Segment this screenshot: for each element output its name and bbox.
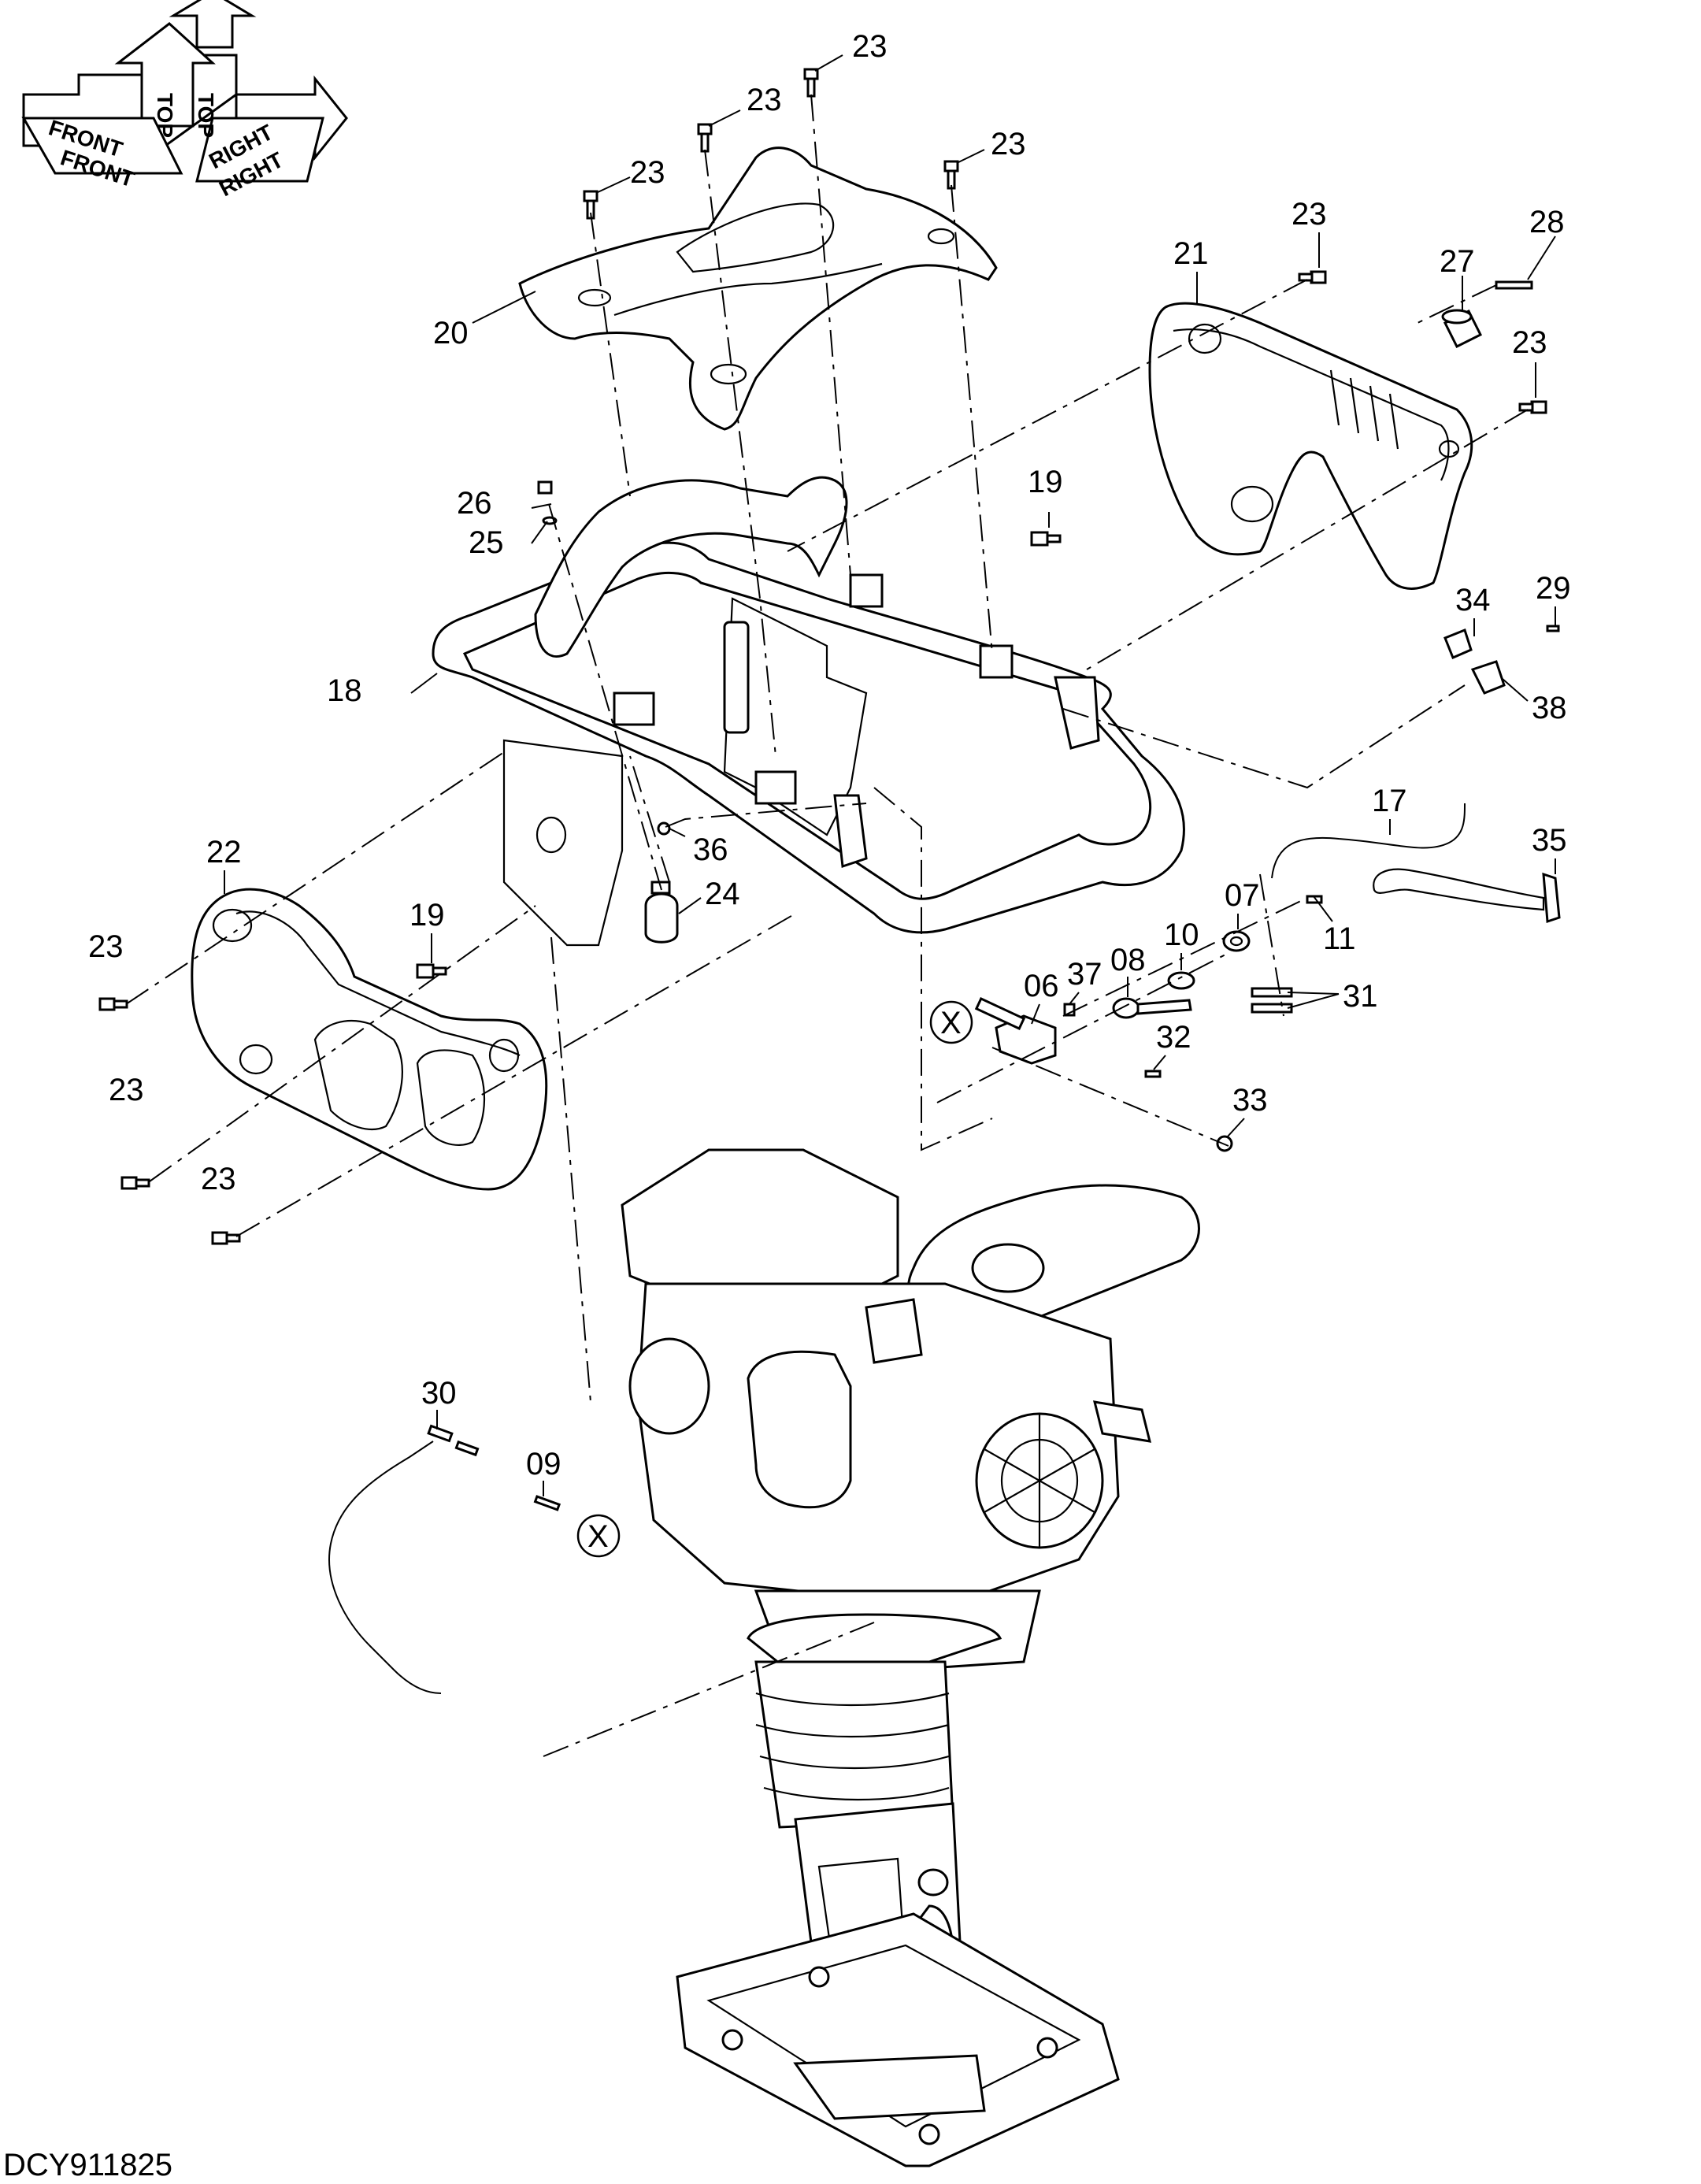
top-label-lower: TOP [153,93,177,138]
top-label-upper: TOP [194,93,218,138]
callout-19: 19 [410,898,445,933]
bolt-icon [943,160,959,190]
engine-assembly [621,1148,1200,2167]
nut-icon [537,480,553,495]
callout-24: 24 [705,877,740,911]
bolt-icon [1030,531,1062,547]
bolt-icon [697,123,713,153]
svg-text:X: X [940,1006,962,1040]
bolt-icon [98,997,128,1011]
retaining-ring-icon [1167,971,1195,990]
assembly-centerlines [125,94,1529,1757]
callout-23: 23 [991,127,1026,161]
nut-icon [657,821,671,836]
orientation-arrow-icon: TOP TOP FRONT FRONT RIGHT RIGHT [21,0,348,201]
pin-icon [1495,280,1533,290]
lever-bracket-icon [974,996,1057,1065]
handle-frame [432,476,1185,947]
rear-panel [191,888,548,1191]
callout-23: 23 [88,929,124,964]
callout-09: 09 [526,1447,561,1481]
pin-icon [1144,1070,1162,1078]
callout-29: 29 [1536,571,1571,606]
throttle-lever-icon [1112,997,1192,1019]
callout-23: 23 [109,1073,144,1107]
callout-10: 10 [1164,918,1199,952]
lever-icon [1373,868,1561,924]
top-cover [518,146,998,431]
clip-icon [1251,987,1293,1014]
leader-lines [224,54,1556,1496]
throttle-cable [328,1441,442,1694]
bolt-icon [416,963,447,979]
callout-34: 34 [1455,583,1491,617]
callout-23: 23 [630,155,665,190]
callout-08: 08 [1110,943,1146,977]
callout-23: 23 [1292,197,1327,232]
callout-32: 32 [1156,1020,1191,1055]
cable-end-icon [427,1424,480,1457]
callout-22: 22 [206,835,242,870]
friction-disc-icon [1222,930,1251,952]
pin-icon [533,1495,561,1511]
fasteners-and-small-parts [98,68,1561,1694]
callout-31: 31 [1343,979,1378,1014]
callout-06: 06 [1024,969,1059,1003]
cable-17 [1271,803,1466,879]
bolt-icon [211,1231,241,1245]
callout-17: 17 [1372,784,1407,818]
callout-labels: 23 23 23 23 23 23 23 23 23 20 21 27 28 2… [88,29,1571,1481]
callout-38: 38 [1532,691,1567,725]
callout-23: 23 [852,29,888,64]
screw-icon [1546,625,1560,632]
callout-35: 35 [1532,823,1567,858]
drawing-code: DCY911825 [3,2148,172,2182]
rubber-mount-icon [1441,309,1483,349]
callout-23: 23 [747,83,782,117]
callout-21: 21 [1173,236,1209,271]
callout-23: 23 [201,1162,236,1196]
reference-mark-x-upper: X [929,1000,973,1044]
bolt-icon [1518,400,1547,414]
callout-23: 23 [1512,325,1547,360]
reference-mark-x-lower: X [576,1514,621,1558]
stopper-icon [644,881,679,944]
callout-18: 18 [327,673,362,708]
callout-36: 36 [693,832,728,867]
callout-26: 26 [457,486,492,521]
callout-30: 30 [421,1376,457,1411]
callout-37: 37 [1067,957,1102,992]
callout-20: 20 [433,316,469,350]
clamp-icon [1443,629,1506,695]
callout-07: 07 [1225,878,1260,913]
svg-text:X: X [587,1519,609,1554]
front-panel [1148,302,1473,590]
bolt-icon [803,68,819,98]
callout-25: 25 [469,525,504,560]
callout-27: 27 [1440,244,1475,279]
callout-33: 33 [1232,1083,1268,1118]
callout-28: 28 [1529,205,1565,239]
callout-19: 19 [1028,465,1063,499]
callout-11: 11 [1323,921,1356,956]
bolt-icon [120,1176,150,1190]
